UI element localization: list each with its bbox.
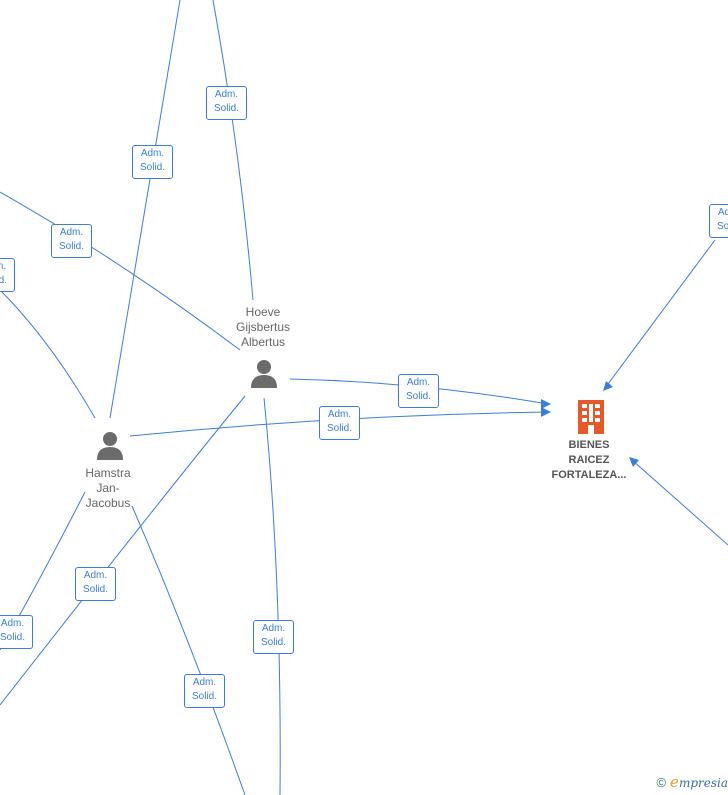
- edge-label[interactable]: Adm. Solid.: [0, 615, 33, 649]
- edge-label-line1: Adm.: [0, 261, 7, 272]
- edge-label-line2: Solid.: [82, 584, 108, 595]
- edge-label[interactable]: Adm. Solid.: [319, 406, 360, 440]
- edge-label-line2: Solid.: [405, 391, 431, 402]
- arrowhead: [629, 457, 639, 467]
- name-line: Gijsbertus: [235, 320, 291, 334]
- edge-label[interactable]: Adm. Solid.: [206, 86, 247, 120]
- edge-label-line2: Solid.: [213, 103, 239, 114]
- edge-label[interactable]: Adm. Solid.: [51, 224, 92, 258]
- name-line: FORTALEZA...: [551, 469, 627, 481]
- edge-label-line1: Adm.: [59, 227, 84, 238]
- person-name-hamstra[interactable]: Hamstra Jan- Jacobus: [53, 466, 163, 511]
- edge-label[interactable]: Adm. Solid.: [75, 567, 116, 601]
- edge-label-line1: Adm.: [0, 618, 25, 629]
- edge-label-line1: Adm.: [261, 623, 286, 634]
- arrowhead: [541, 407, 551, 417]
- edge-label-line1: Adm.: [327, 409, 352, 420]
- arrowhead: [541, 399, 551, 409]
- edge-label-line2: Solid.: [0, 275, 7, 286]
- person-name-hoeve[interactable]: Hoeve Gijsbertus Albertus: [208, 305, 318, 350]
- edge-label[interactable]: Adm. Solid.: [184, 674, 225, 708]
- brand-name: mpresia: [678, 776, 728, 790]
- edge-label-line1: Adm.: [192, 677, 217, 688]
- edge-label-line1: Adm.: [406, 377, 431, 388]
- brand-initial: e: [670, 773, 679, 791]
- name-line: Hoeve: [245, 305, 281, 319]
- edge-label-line1: Adm.: [214, 89, 239, 100]
- edge: [631, 459, 728, 546]
- name-line: Jacobus: [85, 496, 131, 510]
- person-icon[interactable]: [249, 358, 279, 388]
- name-line: Albertus: [240, 335, 286, 349]
- edge-label-line2: Solid.: [139, 162, 165, 173]
- edge-label[interactable]: Adm. Solid.: [398, 374, 439, 408]
- edge: [109, 0, 181, 419]
- company-name[interactable]: BIENES RAICEZ FORTALEZA...: [529, 438, 649, 483]
- arrowhead: [603, 381, 613, 391]
- edge-label-line2: Solid.: [260, 637, 286, 648]
- edge-label-line1: Adm.: [717, 207, 728, 218]
- edge: [0, 191, 241, 351]
- edge-label-line2: Solid.: [0, 632, 25, 643]
- edge-label-line2: Solid.: [58, 241, 84, 252]
- edge-label-line2: Solid.: [191, 691, 217, 702]
- name-line: Hamstra: [85, 466, 131, 480]
- edge-label-line2: Solid.: [716, 221, 728, 232]
- name-line: Jan-: [96, 481, 120, 495]
- edge-label[interactable]: Adm. Solid.: [253, 620, 294, 654]
- edge-label[interactable]: Adm. Solid.: [132, 145, 173, 179]
- brand-watermark: ©empresia: [656, 773, 728, 791]
- edge-label-line1: Adm.: [140, 148, 165, 159]
- arrowheads: [541, 381, 639, 467]
- copyright-icon: ©: [656, 775, 667, 790]
- edge: [0, 289, 96, 419]
- edge: [604, 239, 716, 389]
- edge-label-line2: Solid.: [326, 423, 352, 434]
- name-line: RAICEZ: [568, 454, 610, 466]
- edge: [131, 505, 246, 795]
- person-icon[interactable]: [95, 430, 125, 460]
- edge-label[interactable]: Adm. Solid.: [0, 258, 15, 292]
- building-icon[interactable]: [574, 398, 608, 434]
- edge-label-line1: Adm.: [83, 570, 108, 581]
- edge-label[interactable]: Adm. Solid.: [709, 204, 728, 238]
- name-line: BIENES: [568, 439, 610, 451]
- edge: [212, 0, 254, 301]
- edge: [0, 395, 246, 706]
- edge: [263, 397, 281, 795]
